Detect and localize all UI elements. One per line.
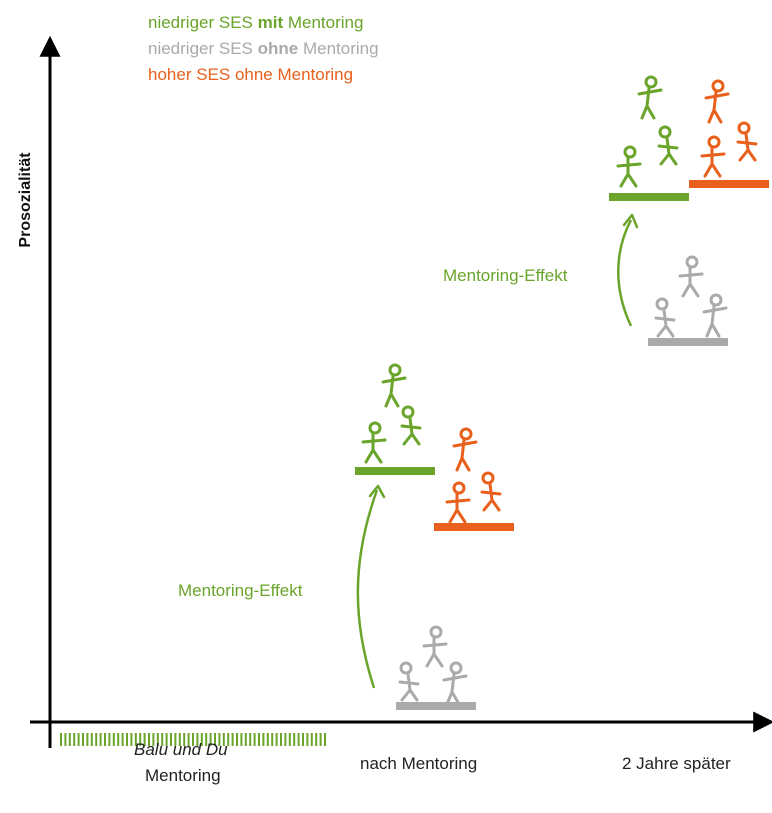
legend-mentored-post: Mentoring — [283, 13, 364, 32]
platform-unmentored-later — [648, 338, 728, 346]
mentoring-period-ticks — [60, 733, 326, 746]
x-label-2-jahre-spaeter: 2 Jahre später — [622, 754, 731, 773]
legend-mentored-pre: niedriger SES — [148, 13, 258, 32]
mentoring-effect-label-1: Mentoring-Effekt — [178, 581, 303, 600]
x-label-mentoring: Mentoring — [145, 766, 221, 785]
legend-mentored-bold: mit — [257, 13, 284, 32]
platform-mentored-later — [609, 193, 689, 201]
platform-high-ses-after — [434, 523, 514, 531]
mentoring-effect-arrow-2 — [617, 219, 633, 327]
mentoring-effect-arrow-1 — [356, 489, 379, 689]
platform-mentored-after — [355, 467, 435, 475]
mentoring-effect-arrowhead-2 — [622, 213, 639, 229]
mentoring-effect-label-2: Mentoring-Effekt — [443, 266, 568, 285]
legend-unmentored-post: Mentoring — [298, 39, 379, 58]
figures-unmentored-after — [398, 625, 468, 706]
legend-mentored: niedriger SES mit Mentoring — [148, 10, 379, 36]
figures-high-ses-after — [445, 427, 502, 524]
legend: niedriger SES mit Mentoring niedriger SE… — [148, 10, 379, 88]
figures-unmentored-later — [654, 255, 728, 338]
legend-unmentored-pre: niedriger SES — [148, 39, 258, 58]
figures-high-ses-later — [700, 79, 758, 178]
x-label-nach-mentoring: nach Mentoring — [360, 754, 478, 773]
y-axis-label: Prosozialität — [17, 152, 34, 248]
x-label-balu-und-du: Balu und Du — [134, 740, 228, 759]
platform-high-ses-later — [689, 180, 769, 188]
legend-high-ses: hoher SES ohne Mentoring — [148, 65, 354, 84]
legend-unmentored-bold: ohne — [257, 39, 299, 58]
legend-unmentored: niedriger SES ohne Mentoring — [148, 36, 379, 62]
platform-unmentored-after — [396, 702, 476, 710]
figures-mentored-later — [616, 75, 679, 188]
figures-mentored-after — [361, 363, 422, 464]
mentoring-effect-arrowhead-1 — [368, 484, 386, 499]
